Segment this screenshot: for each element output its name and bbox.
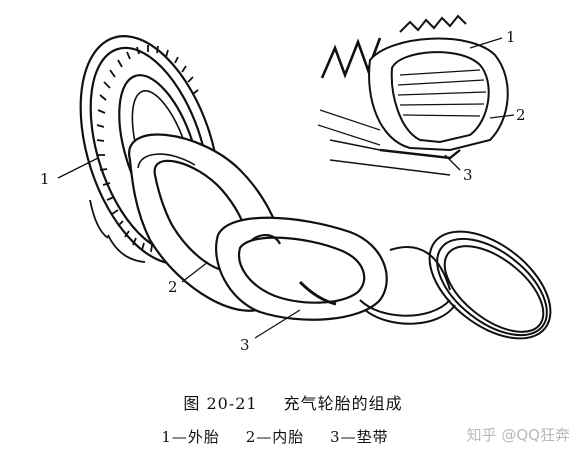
flap — [215, 216, 388, 321]
leader-lines — [57, 37, 515, 339]
inset-label-inner-tube: 2 — [516, 106, 526, 124]
legend-item-inner-tube: 2—内胎 — [245, 428, 305, 446]
watermark: 知乎 @QQ狂奔 — [466, 426, 570, 444]
cross-section-inset — [317, 14, 509, 176]
label-outer-tire: 1 — [40, 170, 50, 188]
figure-title: 充气轮胎的组成 — [283, 394, 403, 413]
label-inner-tube: 2 — [168, 278, 178, 296]
label-flap: 3 — [240, 336, 250, 354]
rim — [359, 245, 456, 325]
legend-item-outer-tire: 1—外胎 — [161, 428, 220, 446]
tire-components-diagram: 1 2 3 1 2 3 — [40, 14, 552, 354]
inset-label-outer-tire: 1 — [506, 28, 516, 46]
rim-band — [428, 230, 552, 340]
figure-legend: 1—外胎 2—内胎 3—垫带 — [0, 426, 568, 447]
inset-label-flap: 3 — [463, 166, 473, 184]
figure-number: 图 20-21 — [183, 394, 258, 413]
figure-caption: 图 20-21 充气轮胎的组成 — [0, 390, 586, 414]
legend-item-flap: 3—垫带 — [330, 428, 389, 446]
